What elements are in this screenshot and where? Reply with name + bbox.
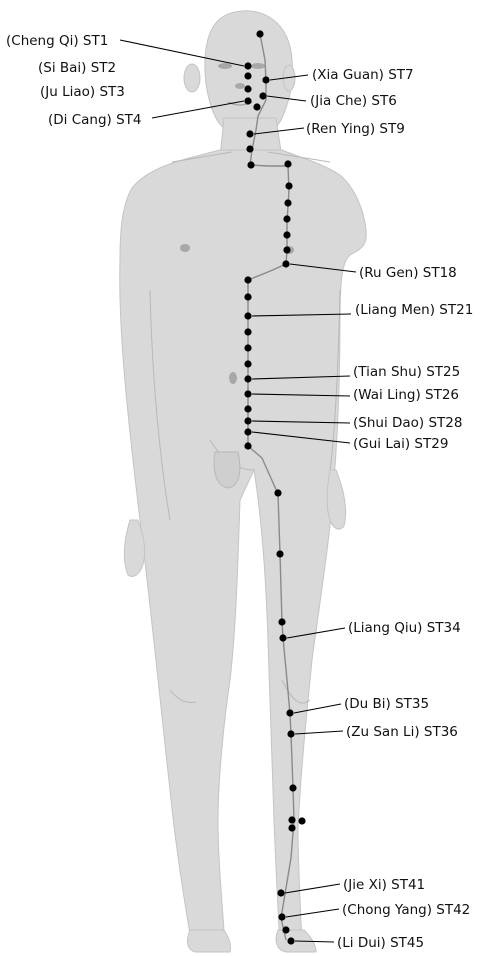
acupoint (244, 442, 251, 449)
label-st6: (Jia Che) ST6 (310, 93, 397, 109)
label-st28: (Shui Dao) ST28 (353, 415, 462, 431)
label-st7: (Xia Guan) ST7 (312, 67, 414, 83)
acupoint (246, 145, 253, 152)
acupoint (278, 618, 285, 625)
label-st35: (Du Bi) ST35 (344, 696, 429, 712)
acupoint-st4 (244, 97, 251, 104)
label-st3: (Ju Liao) ST3 (40, 84, 125, 100)
acupoint-st26 (244, 390, 251, 397)
acupoint-st2 (244, 72, 251, 79)
right-eye (251, 63, 265, 69)
acupoint-st7 (262, 76, 269, 83)
acupoint (283, 246, 290, 253)
acupoint-st45 (287, 937, 294, 944)
acupoint (276, 550, 283, 557)
acupoint-st9 (246, 130, 253, 137)
acupoint-st1 (244, 62, 251, 69)
acupoint-st18 (282, 260, 289, 267)
right-hand (327, 470, 345, 529)
acupoint (256, 30, 263, 37)
acupoint-st29 (244, 428, 251, 435)
acupoint-st21 (244, 312, 251, 319)
acupoint (289, 784, 296, 791)
acupoint-st34 (279, 634, 286, 641)
acupoint (244, 328, 251, 335)
acupoint (247, 161, 254, 168)
acupoint-st42 (278, 913, 285, 920)
acupoint (244, 360, 251, 367)
acupoint (284, 160, 291, 167)
label-st21: (Liang Men) ST21 (355, 302, 473, 318)
acupoint (274, 489, 281, 496)
acupoint (244, 293, 251, 300)
nose (235, 83, 245, 89)
label-st36: (Zu San Li) ST36 (346, 724, 458, 740)
acupoint-st3 (244, 85, 251, 92)
label-st25: (Tian Shu) ST25 (353, 364, 460, 380)
acupoint (244, 405, 251, 412)
navel (229, 372, 237, 384)
acupoint (288, 824, 295, 831)
acupoint (244, 276, 251, 283)
left-nipple (180, 244, 190, 252)
left-foot (188, 930, 231, 952)
label-st42: (Chong Yang) ST42 (342, 902, 470, 918)
acupoint (284, 199, 291, 206)
acupoint-st41 (277, 889, 284, 896)
acupoint-st25 (244, 375, 251, 382)
acupoint (283, 231, 290, 238)
label-st4: (Di Cang) ST4 (48, 112, 142, 128)
acupoint (285, 182, 292, 189)
acupoint-st28 (244, 417, 251, 424)
acupoint (244, 344, 251, 351)
label-st34: (Liang Qiu) ST34 (348, 620, 461, 636)
left-eye (218, 63, 232, 69)
label-st2: (Si Bai) ST2 (38, 60, 116, 76)
acupoint (253, 103, 260, 110)
label-st41: (Jie Xi) ST41 (343, 877, 425, 893)
acupoint (282, 926, 289, 933)
label-st26: (Wai Ling) ST26 (353, 387, 459, 403)
label-st1: (Cheng Qi) ST1 (6, 33, 108, 49)
human-body-figure (120, 11, 367, 952)
acupoint (283, 215, 290, 222)
acupoint-st35 (286, 709, 293, 716)
label-st18: (Ru Gen) ST18 (359, 265, 457, 281)
acupoint (288, 816, 295, 823)
acupoint-st36 (287, 730, 294, 737)
label-st45: (Li Dui) ST45 (337, 935, 424, 951)
acupoint (298, 817, 305, 824)
left-ear (184, 64, 200, 92)
label-st29: (Gui Lai) ST29 (353, 436, 448, 452)
acupoint-st6 (259, 92, 266, 99)
label-st9: (Ren Ying) ST9 (306, 121, 405, 137)
